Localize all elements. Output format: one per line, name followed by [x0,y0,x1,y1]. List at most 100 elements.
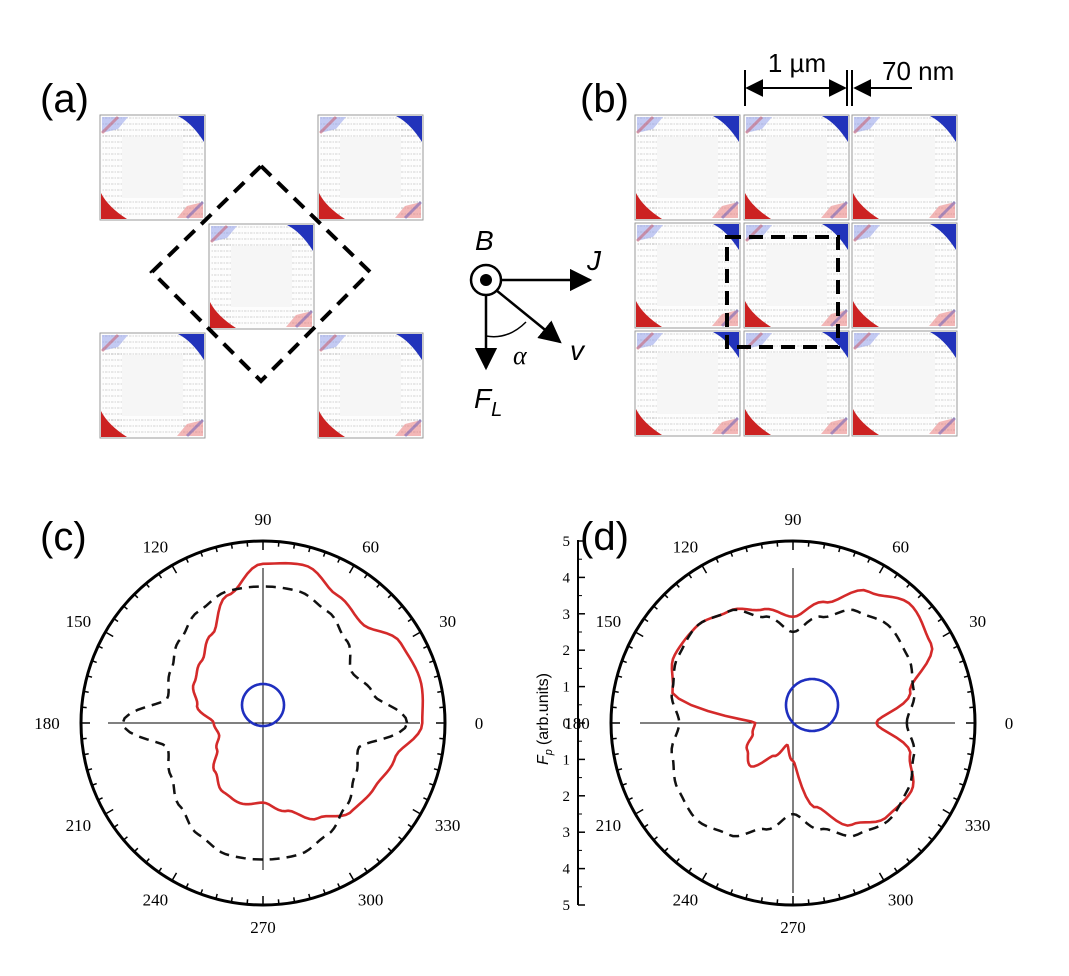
polar-tick [627,645,633,649]
polar-tick [942,631,951,638]
square-magnet-icon [742,113,851,222]
polar-tick [337,557,341,563]
polar-angle-label: 90 [255,510,272,529]
polar-tick [937,823,943,829]
square-magnet-icon [316,113,425,222]
polar-angle-label: 210 [66,816,92,835]
polar-tick [97,645,103,649]
vector-diagram: B J v α FL [469,225,602,421]
polar-tick [906,583,911,588]
polar-tick [760,543,764,549]
scale-bar: 1 µm 70 nm [744,48,954,106]
polar-tick [91,782,97,786]
polar-angle-label: 30 [439,612,456,631]
polar-tick [730,551,734,557]
polar-tick [878,565,885,574]
polar-tick [745,547,748,553]
velocity-label: v [570,335,586,366]
polar-tick [200,551,204,557]
polar-tick [398,836,403,841]
polar-angle-label: 0 [1005,714,1014,733]
angle-label: α [513,341,528,370]
polar-tick [917,847,923,853]
polar-tick [407,617,413,623]
radial-axis-tick-label: 1 [563,752,571,768]
polar-angle-label: 270 [250,918,276,937]
polar-tick [308,547,311,553]
polar-tick [433,768,439,771]
cell-size-label: 1 µm [768,48,826,78]
polar-tick [715,557,719,563]
panel-a-lattice [98,113,425,440]
polar-tick [322,551,326,557]
polar-angle-label: 240 [673,891,699,910]
polar-series-solid-inner [784,677,840,733]
polar-tick [185,883,189,889]
square-magnet-icon [850,221,959,330]
polar-tick [145,858,150,863]
radial-axis-tick-label: 5 [563,534,571,550]
polar-tick [412,808,421,815]
polar-tick [822,897,826,903]
square-magnet-icon [633,113,742,222]
polar-tick [959,782,965,786]
polar-tick [322,889,326,895]
panel-label-a: (a) [40,77,89,121]
square-magnet-icon [316,331,425,440]
polar-tick [701,872,708,881]
polar-tick [83,690,89,694]
polar-tick [376,858,381,863]
square-magnet-icon [98,331,207,440]
radial-axis-tick-label: 2 [563,643,571,659]
polar-tick [852,889,856,895]
polar-tick [822,543,826,549]
polar-tick [928,605,933,610]
polar-tick [663,593,669,599]
polar-tick [953,797,959,801]
panel-label-b: (b) [580,77,629,121]
polar-tick [963,768,969,771]
radial-axis-tick-label: 0 [563,716,571,732]
polar-tick [87,768,93,771]
polar-tick [133,847,139,853]
polar-angle-label: 150 [596,612,622,631]
polar-tick [157,867,163,873]
polar-tick [433,675,439,678]
polar-angle-label: 330 [435,816,461,835]
polar-tick [230,543,234,549]
polar-tick [171,872,178,881]
polar-tick [387,593,393,599]
polar-tick [292,543,296,549]
polar-tick [113,617,119,623]
polar-tick [376,583,381,588]
polar-tick [113,823,119,829]
polar-tick [105,808,114,815]
gap-size-label: 70 nm [882,56,954,86]
polar-tick [83,752,89,756]
panel-label-d: (d) [580,515,629,559]
polar-angle-label: 0 [475,714,484,733]
polar-tick [437,690,443,694]
polar-tick [412,631,421,638]
polar-tick [878,872,885,881]
angle-arc [485,321,527,338]
polar-tick [617,675,623,678]
polar-tick [653,836,658,841]
polar-angle-label: 120 [143,537,169,556]
polar-angle-label: 240 [143,891,169,910]
polar-tick [687,867,693,873]
polar-angle-label: 150 [66,612,92,631]
square-magnet-icon [207,222,316,331]
polar-tick [215,893,218,899]
polar-tick [959,660,965,664]
polar-tick [893,867,899,873]
polar-tick [230,897,234,903]
polar-tick [967,752,973,756]
polar-tick [653,605,658,610]
polar-tick [643,823,649,829]
polar-tick [745,893,748,899]
polar-tick [348,872,355,881]
radial-axis-tick-label: 2 [563,789,571,805]
